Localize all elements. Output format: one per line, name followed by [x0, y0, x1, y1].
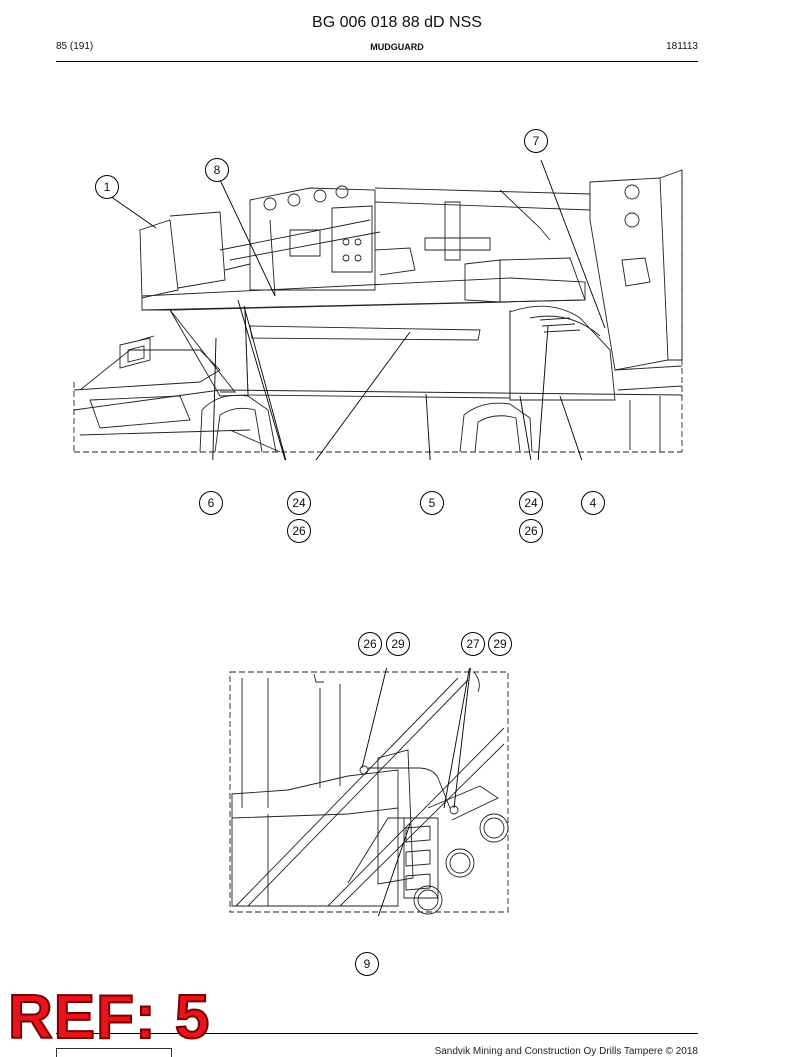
ref-stamp: REF: 5 [7, 982, 211, 1053]
callout-1: 1 [95, 175, 119, 199]
document-date: 181113 [666, 41, 698, 52]
callout-29-detail-right: 29 [488, 632, 512, 656]
callout-5: 5 [420, 491, 444, 515]
callout-4: 4 [581, 491, 605, 515]
section-title: MUDGUARD [370, 42, 424, 52]
header-rule [56, 61, 698, 62]
callout-29-detail-left: 29 [386, 632, 410, 656]
callout-26-right: 26 [519, 519, 543, 543]
footer-copyright: Sandvik Mining and Construction Oy Drill… [434, 1046, 698, 1057]
callout-7: 7 [524, 129, 548, 153]
callout-9: 9 [355, 952, 379, 976]
callout-24-right: 24 [519, 491, 543, 515]
callout-27-detail: 27 [461, 632, 485, 656]
callout-8: 8 [205, 158, 229, 182]
document-code: BG 006 018 88 dD NSS [312, 14, 482, 31]
callout-26-detail: 26 [358, 632, 382, 656]
mudguard-assembly-drawing [73, 160, 683, 460]
footer-rule [56, 1033, 698, 1034]
callout-26-left: 26 [287, 519, 311, 543]
detail-view-drawing [229, 668, 509, 916]
callout-6: 6 [199, 491, 223, 515]
callout-24-left: 24 [287, 491, 311, 515]
page-number: 85 (191) [56, 41, 94, 52]
